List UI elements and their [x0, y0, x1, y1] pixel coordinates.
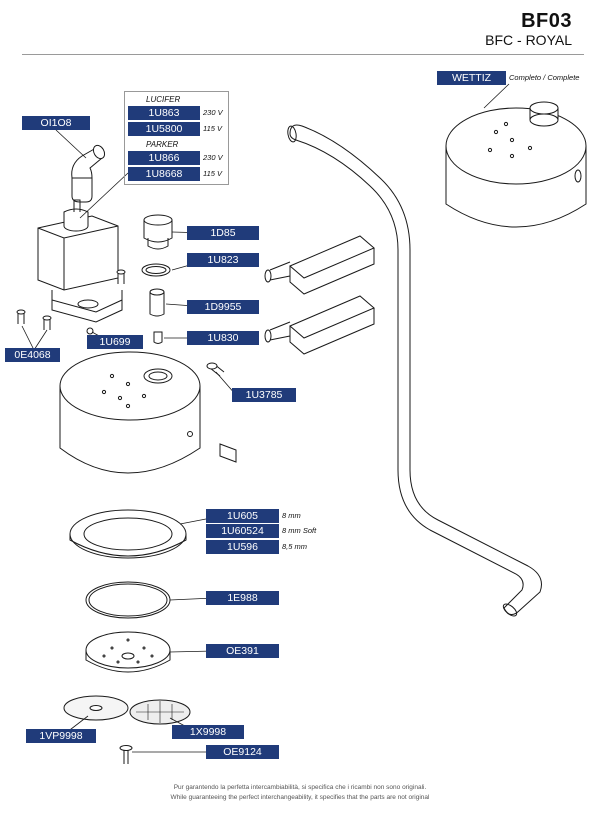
hex-tube-lower-drawing	[264, 295, 375, 355]
part-note-1u60524: 8 mm Soft	[282, 526, 317, 535]
hex-tube-upper-drawing	[264, 235, 375, 295]
part-note-1u605: 8 mm	[282, 511, 301, 520]
part-note-1u596: 8,5 mm	[282, 542, 308, 551]
disclaimer-italian: Pur garantendo la perfetta intercambiabi…	[173, 784, 427, 791]
part-note-1u5800: 115 V	[203, 124, 223, 133]
shower-plate-drawing	[129, 699, 191, 725]
complete-group-drawing	[445, 101, 587, 228]
page-subtitle: BFC - ROYAL	[485, 32, 572, 48]
part-note-1u8668: 115 V	[203, 169, 223, 178]
group-label-lucifer: LUCIFER	[146, 95, 181, 104]
part-label-1u866[interactable]: 1U866	[128, 151, 200, 165]
part-note-wettiz: Completo / Complete	[509, 73, 580, 82]
part-label-1d9955[interactable]: 1D9955	[187, 300, 259, 314]
part-label-1u8668[interactable]: 1U8668	[128, 167, 200, 181]
part-label-1u596[interactable]: 1U596	[206, 540, 279, 554]
diffuser-drawing	[85, 631, 171, 673]
part-label-1u605[interactable]: 1U605	[206, 509, 279, 523]
part-label-1e988[interactable]: 1E988	[206, 591, 279, 605]
screws-left-drawing	[16, 269, 126, 335]
cap-drawing	[143, 214, 173, 250]
solenoid-valve-drawing	[37, 199, 123, 323]
part-label-oe9124[interactable]: OE9124	[206, 745, 279, 759]
part-label-1u60524[interactable]: 1U60524	[206, 524, 279, 538]
page-code: BF03	[521, 10, 572, 32]
part-label-1u5800[interactable]: 1U5800	[128, 122, 200, 136]
part-label-1vp9998[interactable]: 1VP9998	[26, 729, 96, 743]
screw-bottom-drawing	[119, 745, 133, 764]
part-label-oi1o8[interactable]: OI1O8	[22, 116, 90, 130]
sleeve-drawing	[149, 288, 165, 317]
oring-small-drawing	[141, 263, 171, 277]
shower-screen-drawing	[63, 695, 129, 721]
jet-drawing	[153, 331, 163, 344]
part-label-1u830[interactable]: 1U830	[187, 331, 259, 345]
part-note-1u866: 230 V	[203, 153, 223, 162]
part-label-0e4068[interactable]: 0E4068	[5, 348, 60, 362]
part-label-1u863[interactable]: 1U863	[128, 106, 200, 120]
oring-large-drawing	[85, 581, 171, 619]
part-label-wettiz[interactable]: WETTIZ	[437, 71, 506, 85]
elbow-fitting-drawing	[71, 144, 106, 203]
part-label-1u699[interactable]: 1U699	[87, 335, 143, 349]
part-note-1u863: 230 V	[203, 108, 223, 117]
gasket-drawing	[69, 509, 187, 559]
disclaimer-footer: Pur garantendo la perfetta intercambiabi…	[0, 783, 600, 803]
part-label-1u3785[interactable]: 1U3785	[232, 388, 296, 402]
group-body-drawing	[59, 351, 201, 474]
part-label-1x9998[interactable]: 1X9998	[172, 725, 244, 739]
disclaimer-english: While guaranteeing the perfect interchan…	[170, 794, 430, 801]
valve-options-box	[124, 91, 229, 185]
part-label-1u823[interactable]: 1U823	[187, 253, 259, 267]
part-label-oe391[interactable]: OE391	[206, 644, 279, 658]
part-label-1d85[interactable]: 1D85	[187, 226, 259, 240]
hex-screw-drawing	[219, 443, 237, 463]
header-divider	[22, 54, 584, 55]
pipe-drawing	[289, 124, 542, 615]
group-label-parker: PARKER	[146, 140, 179, 149]
